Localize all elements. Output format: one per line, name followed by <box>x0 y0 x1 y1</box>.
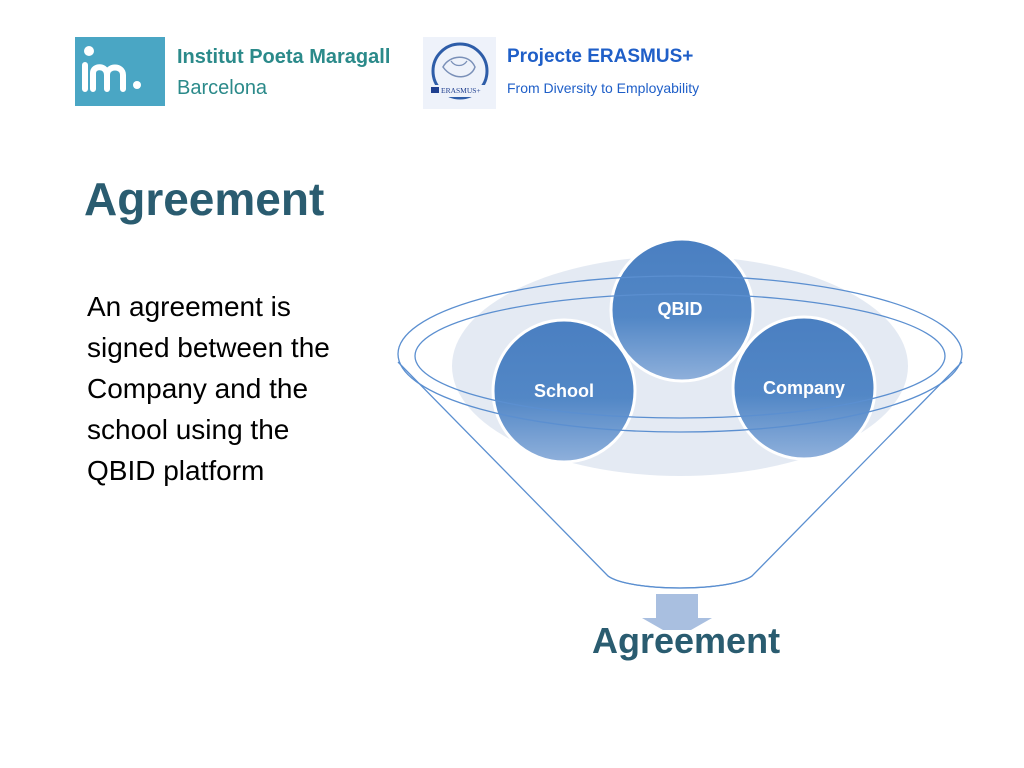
im-logo <box>75 37 165 106</box>
school-city: Barcelona <box>177 77 268 99</box>
result-label: Agreement <box>592 620 781 661</box>
funnel-diagram: QBID School Company <box>397 237 963 630</box>
circle-label-company: Company <box>763 378 845 398</box>
funnel-rim-outer <box>397 275 963 433</box>
project-title: Projecte ERASMUS+ <box>507 46 694 67</box>
circle-label-qbid: QBID <box>658 299 703 319</box>
school-name: Institut Poeta Maragall <box>177 46 391 68</box>
slide-title: Agreement <box>84 173 325 225</box>
body-text: An agreement is signed between the Compa… <box>87 291 330 486</box>
input-circles <box>491 237 877 464</box>
circle-qbid <box>609 237 755 383</box>
erasmus-logo-text: ERASMUS+ <box>441 86 481 95</box>
project-subtitle: From Diversity to Employability <box>507 80 700 96</box>
funnel-neck <box>607 575 753 589</box>
erasmus-logo: ERASMUS+ <box>423 37 496 109</box>
circle-label-school: School <box>534 381 594 401</box>
circle-company <box>731 315 877 461</box>
circle-school <box>491 318 637 464</box>
funnel-rim-inner <box>414 293 946 419</box>
down-arrow <box>642 594 712 630</box>
